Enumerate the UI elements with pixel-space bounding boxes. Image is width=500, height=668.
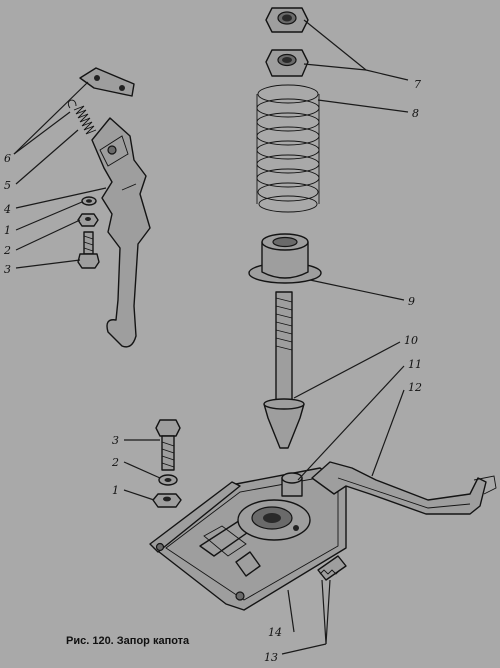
callout-1-lower: 1 bbox=[112, 484, 119, 497]
leader-lines bbox=[13, 19, 409, 655]
rotor-disc bbox=[237, 499, 311, 541]
screw-small bbox=[77, 231, 100, 269]
callout-12: 12 bbox=[408, 381, 422, 394]
nut-lower-small bbox=[152, 493, 182, 508]
bolt-lower bbox=[155, 419, 181, 471]
mounting-plate bbox=[79, 67, 135, 97]
callout-4: 4 bbox=[3, 203, 11, 216]
nut-lower bbox=[265, 49, 309, 77]
callout-9: 9 bbox=[408, 295, 415, 308]
release-lever bbox=[311, 461, 497, 515]
return-spring bbox=[67, 99, 97, 135]
callout-3-upper: 3 bbox=[4, 263, 11, 276]
hook-lever bbox=[91, 117, 151, 348]
callout-8: 8 bbox=[412, 107, 419, 120]
latch-stud bbox=[281, 472, 303, 497]
callout-1-upper: 1 bbox=[4, 224, 11, 237]
callout-11: 11 bbox=[408, 358, 422, 371]
lock-base-plate bbox=[149, 467, 347, 611]
callout-labels: 7 8 6 5 4 1 2 3 9 10 11 12 3 2 1 14 13 bbox=[3, 78, 422, 664]
callout-3-lower: 3 bbox=[112, 434, 119, 447]
nut-small bbox=[77, 213, 99, 227]
nut-top bbox=[265, 7, 309, 33]
callout-14: 14 bbox=[268, 626, 282, 639]
callout-6: 6 bbox=[4, 152, 11, 165]
spring-cup bbox=[248, 233, 322, 284]
bottom-spring-clip bbox=[317, 555, 347, 581]
lock-pin bbox=[263, 291, 305, 449]
washer-lower bbox=[158, 474, 178, 486]
callout-2-upper: 2 bbox=[3, 244, 11, 257]
washer-small bbox=[81, 196, 97, 206]
callout-2-lower: 2 bbox=[111, 456, 119, 469]
callout-10: 10 bbox=[404, 334, 418, 347]
figure-caption: Рис. 120. Запор капота bbox=[66, 635, 190, 647]
callout-5: 5 bbox=[4, 179, 11, 192]
coil-spring bbox=[256, 84, 320, 213]
callout-13: 13 bbox=[264, 651, 278, 664]
callout-7: 7 bbox=[414, 78, 421, 91]
